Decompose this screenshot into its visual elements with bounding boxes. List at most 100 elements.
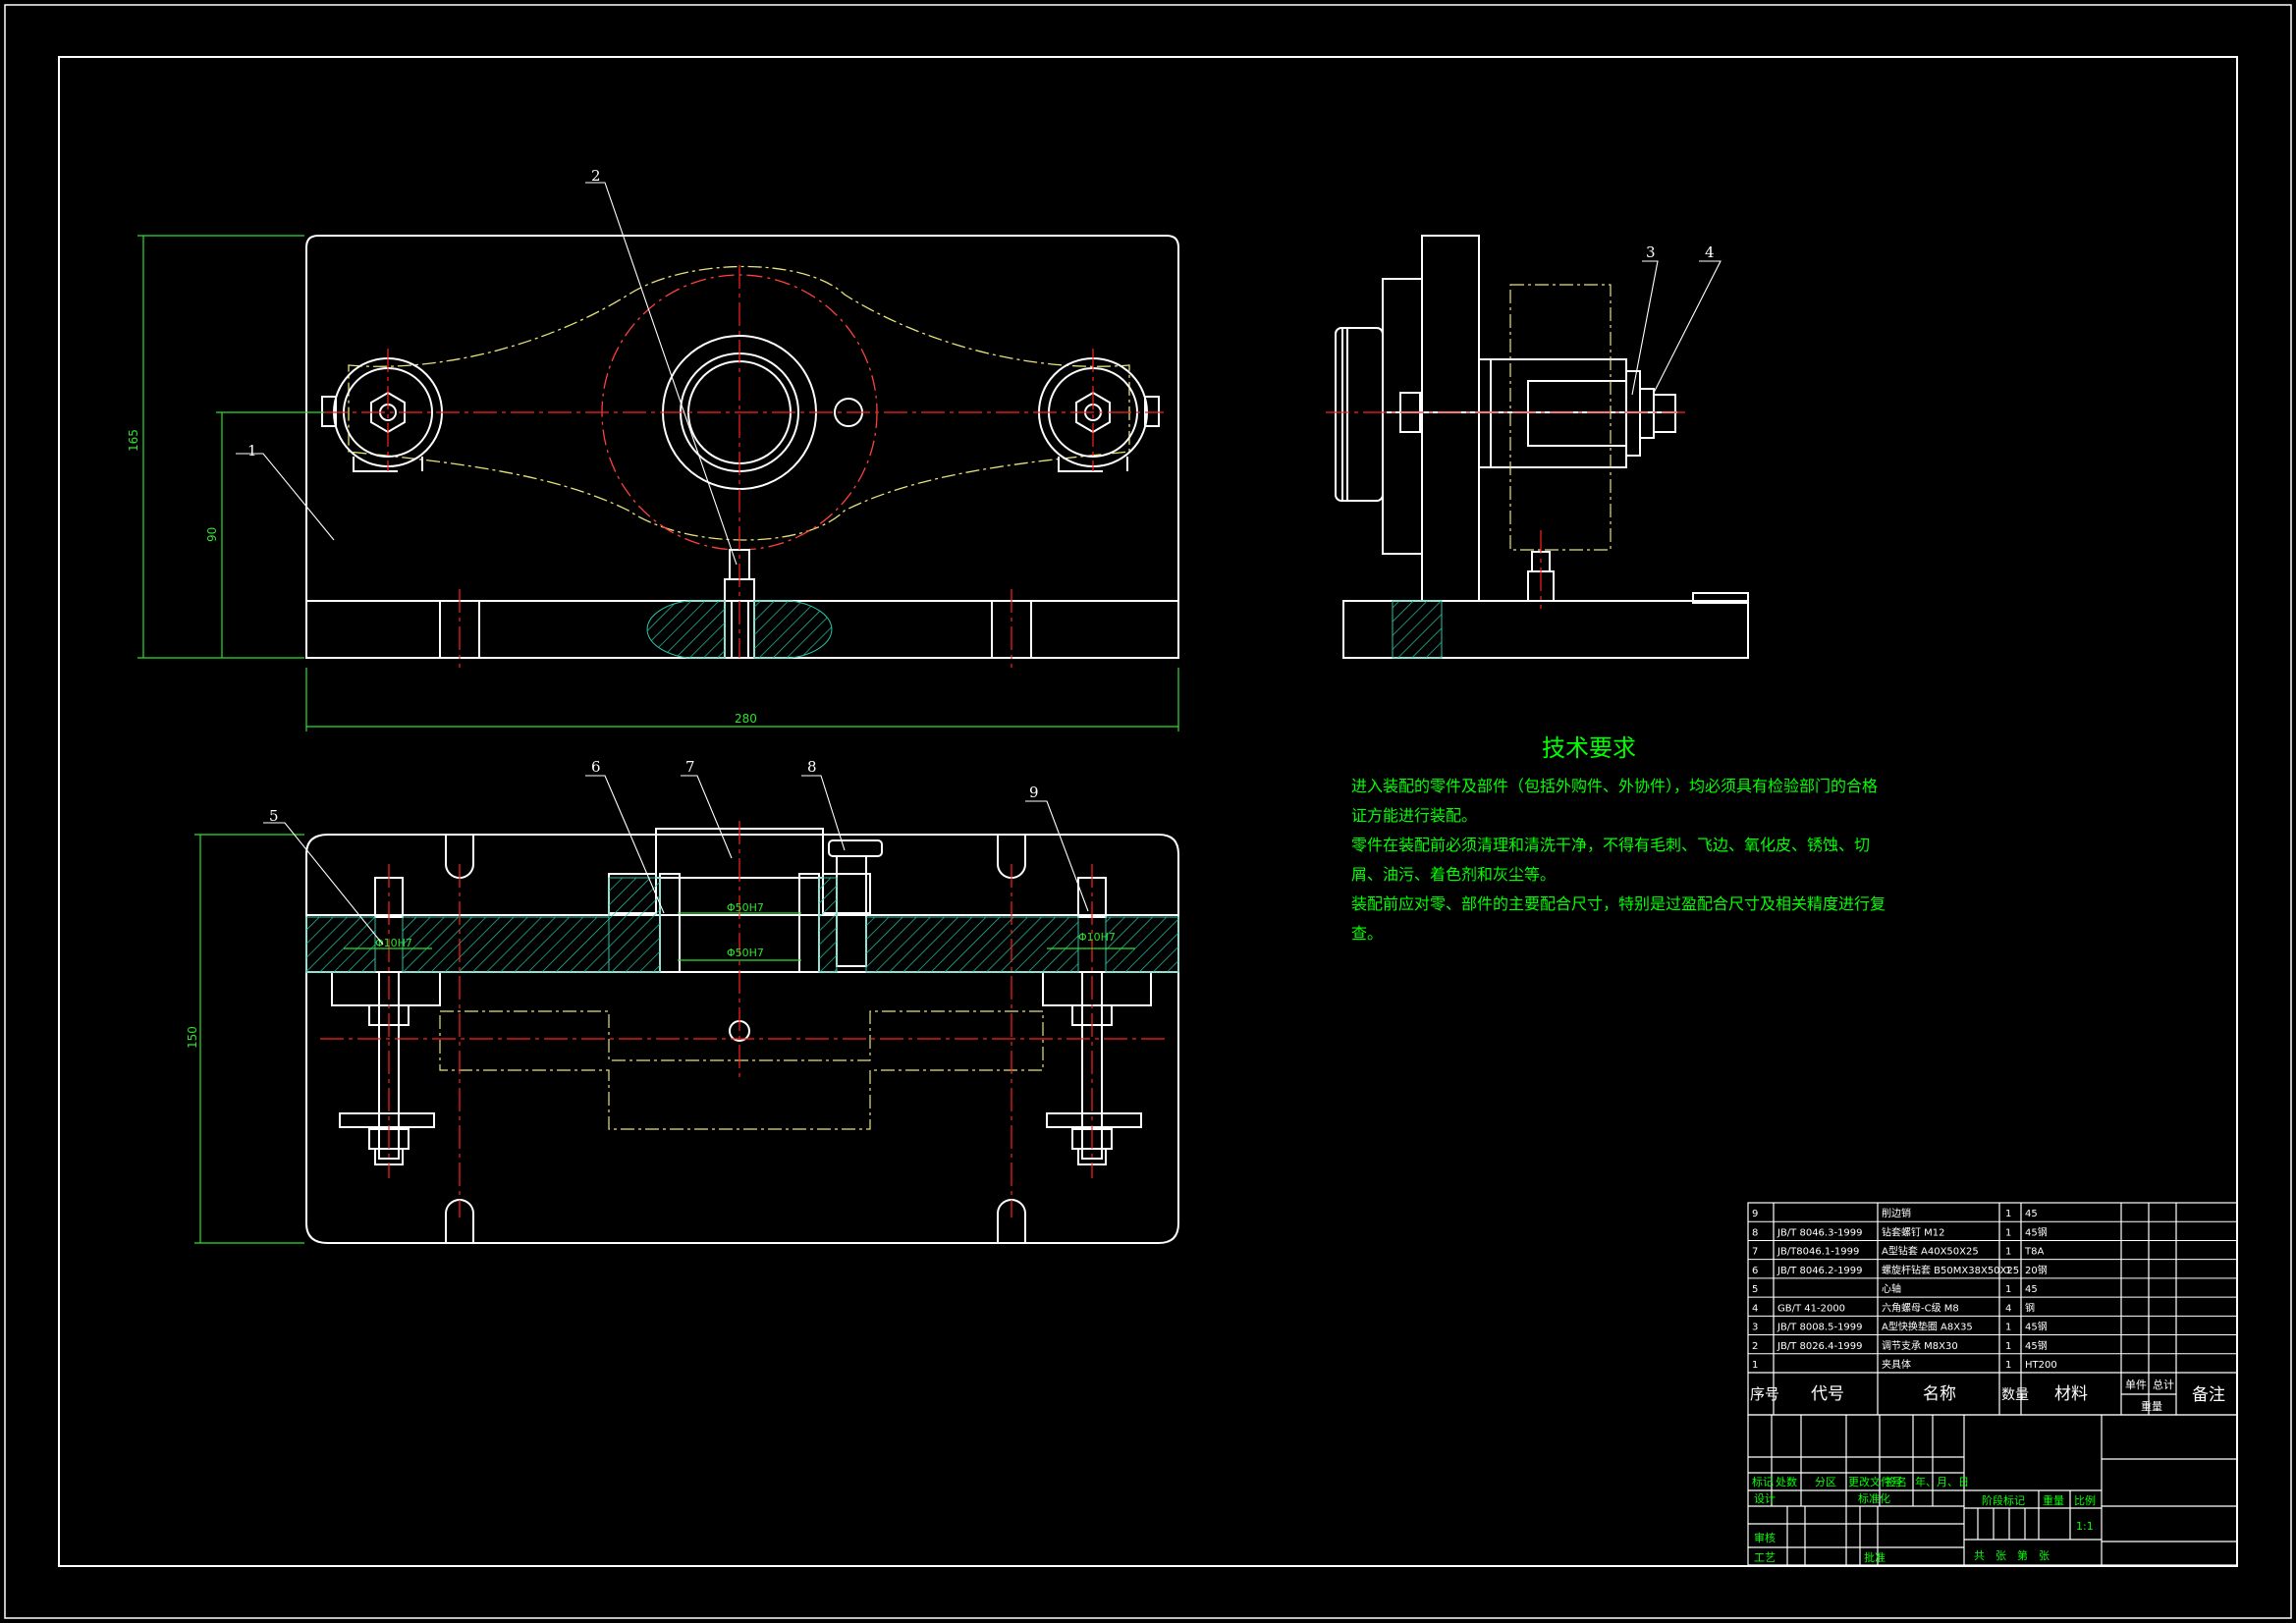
bom-cell-material: 45钢 xyxy=(2025,1339,2048,1352)
tb-process: 工艺 xyxy=(1754,1551,1776,1564)
bom-cell-no: 7 xyxy=(1752,1247,1758,1258)
tb-stage: 阶段标记 xyxy=(1982,1493,2025,1507)
dim-fit-upper: Φ50H7 xyxy=(727,901,764,914)
side-centerlines xyxy=(1326,411,1689,609)
bom-cell-name: 螺旋杆钻套 B50MX38X50X25 xyxy=(1882,1264,2019,1276)
bom-cell-name: 钻套螺钉 M12 xyxy=(1882,1225,1945,1238)
bom-cell-material: T8A xyxy=(2024,1247,2044,1258)
bom-header-total: 总计 xyxy=(2153,1378,2174,1391)
sheet-outer-border xyxy=(4,4,2292,1619)
tech-title: 技术要求 xyxy=(1542,734,1636,762)
bom-cell-name: 削边销 xyxy=(1882,1207,1911,1219)
bom-header-name: 名称 xyxy=(1923,1384,1956,1404)
bom-cell-no: 8 xyxy=(1752,1227,1758,1238)
title-block-grid xyxy=(1747,1414,2238,1566)
balloon-5: 5 xyxy=(269,807,279,825)
top-centerlines xyxy=(320,821,1165,1217)
balloon-6: 6 xyxy=(591,758,601,776)
tb-label-mark: 标记 xyxy=(1752,1475,1774,1488)
tb-sheets: 共 张 第 张 xyxy=(1974,1548,2050,1562)
bom-header-note: 备注 xyxy=(2192,1385,2225,1405)
balloon-9: 9 xyxy=(1029,784,1039,801)
bom-cell-material: 45 xyxy=(2025,1284,2038,1295)
tb-label-file: 更改文件号 xyxy=(1848,1475,1902,1488)
bom-cell-no: 9 xyxy=(1752,1209,1758,1219)
bom-cell-name: A型钻套 A40X50X25 xyxy=(1882,1245,1979,1258)
balloon-8: 8 xyxy=(807,758,817,776)
tb-approve: 批准 xyxy=(1864,1550,1886,1564)
dim-fit-lower: Φ50H7 xyxy=(727,947,764,959)
bom-cell-no: 6 xyxy=(1752,1266,1758,1276)
bom-cell-material: 45钢 xyxy=(2025,1225,2048,1238)
tb-label-count: 处数 xyxy=(1776,1476,1797,1488)
bom-cell-name: A型快换垫圈 A8X35 xyxy=(1882,1321,1973,1333)
bom-cell-no: 5 xyxy=(1752,1284,1758,1295)
bom-cell-material: HT200 xyxy=(2025,1360,2057,1371)
bom-cell-qty: 1 xyxy=(2005,1323,2011,1333)
bom-header-material: 材料 xyxy=(2054,1384,2088,1404)
bom-cell-name: 六角螺母-C级 M8 xyxy=(1882,1302,1959,1314)
tech-lines: 进入装配的零件及部件（包括外购件、外协件），均必须具有检验部门的合格 证方能进行… xyxy=(1351,777,1886,943)
front-hatch xyxy=(646,600,833,659)
tech-line-5: 装配前应对零、部件的主要配合尺寸，特别是过盈配合尺寸及相关精度进行复 xyxy=(1351,894,1886,913)
side-hatch xyxy=(1392,600,1443,659)
tb-label-zone: 分区 xyxy=(1815,1476,1836,1488)
dim-front-width: 280 xyxy=(735,712,757,726)
tb-scale-label: 比例 xyxy=(2074,1493,2096,1507)
dim-fit-left: Φ10H7 xyxy=(375,937,412,949)
bom-header-no: 序号 xyxy=(1750,1385,1779,1403)
front-centerlines xyxy=(324,265,1164,668)
bom-cell-material: 45 xyxy=(2025,1209,2038,1219)
bom-cell-material: 45钢 xyxy=(2025,1321,2048,1333)
tb-design: 设计 xyxy=(1754,1492,1776,1505)
bom-cell-code: JB/T 8046.3-1999 xyxy=(1777,1227,1863,1238)
balloon-labels: 1 2 3 4 5 6 7 8 9 xyxy=(247,167,1715,825)
tb-scale: 1:1 xyxy=(2076,1520,2094,1533)
bom-cell-no: 3 xyxy=(1752,1323,1758,1333)
top-view xyxy=(305,828,1179,1244)
leader-lines xyxy=(236,182,1722,946)
bom-cell-code: JB/T8046.1-1999 xyxy=(1777,1247,1859,1258)
side-view xyxy=(1335,235,1749,659)
bom-cell-qty: 1 xyxy=(2005,1266,2011,1276)
bom-cell-qty: 1 xyxy=(2005,1247,2011,1258)
bom-cell-code: JB/T 8026.4-1999 xyxy=(1777,1341,1863,1352)
tb-label-date: 年、月、日 xyxy=(1915,1475,1969,1488)
bom-cell-no: 1 xyxy=(1752,1360,1758,1371)
front-view xyxy=(305,235,1179,659)
bom-header-code: 代号 xyxy=(1811,1384,1844,1404)
bom-cell-material: 20钢 xyxy=(2025,1264,2048,1276)
balloon-7: 7 xyxy=(685,758,695,776)
bom-header-weight: 重量 xyxy=(2141,1399,2162,1413)
bom-cell-qty: 1 xyxy=(2005,1341,2011,1352)
bom-cell-name: 夹具体 xyxy=(1882,1358,1911,1371)
bom-header-qty: 数量 xyxy=(2001,1387,2029,1403)
top-hatch xyxy=(305,877,1179,973)
bom-cell-code: GB/T 41-2000 xyxy=(1777,1303,1845,1314)
bom-cell-code: JB/T 8008.5-1999 xyxy=(1777,1323,1863,1333)
balloon-4: 4 xyxy=(1705,243,1715,261)
balloon-2: 2 xyxy=(591,167,601,185)
tech-line-2: 证方能进行装配。 xyxy=(1351,806,1477,825)
dim-front-center-height: 90 xyxy=(205,527,219,542)
dim-front-height: 165 xyxy=(127,429,140,452)
tech-line-6: 查。 xyxy=(1351,924,1383,943)
bom-header: 序号 代号 名称 数量 材料 单件 总计 重量 备注 xyxy=(1750,1378,2225,1413)
bom-cell-no: 2 xyxy=(1752,1341,1758,1352)
tb-standard: 标准化 xyxy=(1858,1491,1890,1505)
top-dimensions xyxy=(194,834,1135,1244)
tb-label-sign: 签名 xyxy=(1886,1475,1907,1488)
dim-fit-right: Φ10H7 xyxy=(1078,931,1116,944)
tech-line-1: 进入装配的零件及部件（包括外购件、外协件），均必须具有检验部门的合格 xyxy=(1351,777,1878,795)
bom-cell-name: 调节支承 M8X30 xyxy=(1882,1340,1958,1352)
bom-cell-code: JB/T 8046.2-1999 xyxy=(1777,1266,1863,1276)
bom-cell-qty: 1 xyxy=(2005,1227,2011,1238)
sheet-inner-border xyxy=(58,56,2238,1567)
tb-check: 审核 xyxy=(1754,1531,1776,1544)
tech-line-3: 零件在装配前必须清理和清洗干净，不得有毛刺、飞边、氧化皮、锈蚀、切 xyxy=(1351,836,1870,854)
front-dimensions xyxy=(137,235,1179,731)
bom-header-unit: 单件 xyxy=(2125,1379,2147,1391)
bom-cell-qty: 1 xyxy=(2005,1360,2011,1371)
